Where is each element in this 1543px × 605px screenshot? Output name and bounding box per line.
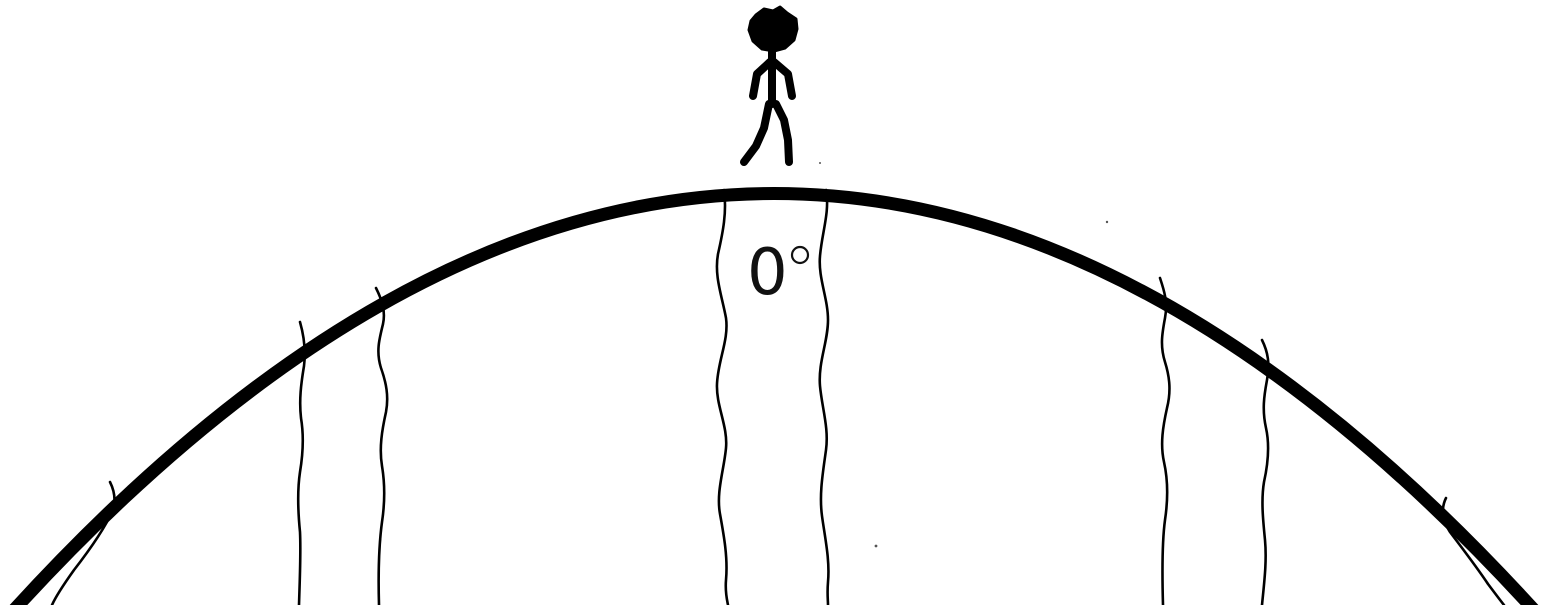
meridian-right-b <box>1262 340 1268 605</box>
figure-left-arm <box>753 62 770 96</box>
meridian-left-b <box>376 288 387 605</box>
figure-head <box>749 7 797 51</box>
figure-front-leg <box>776 104 789 162</box>
meridian-degree-label: 0 <box>747 236 788 310</box>
meridian-left-a <box>298 322 305 605</box>
figure-back-leg <box>744 104 769 162</box>
meridian-right-a <box>1160 278 1169 605</box>
speck <box>819 162 821 164</box>
speck <box>875 545 878 548</box>
speck <box>1106 221 1108 223</box>
meridian-degree-value: 0 <box>747 236 788 310</box>
figure-right-arm <box>774 62 792 96</box>
meridian-center-left <box>717 190 728 605</box>
stick-figure-icon <box>744 7 797 162</box>
meridian-center-right <box>820 190 829 605</box>
degree-symbol <box>792 247 808 263</box>
